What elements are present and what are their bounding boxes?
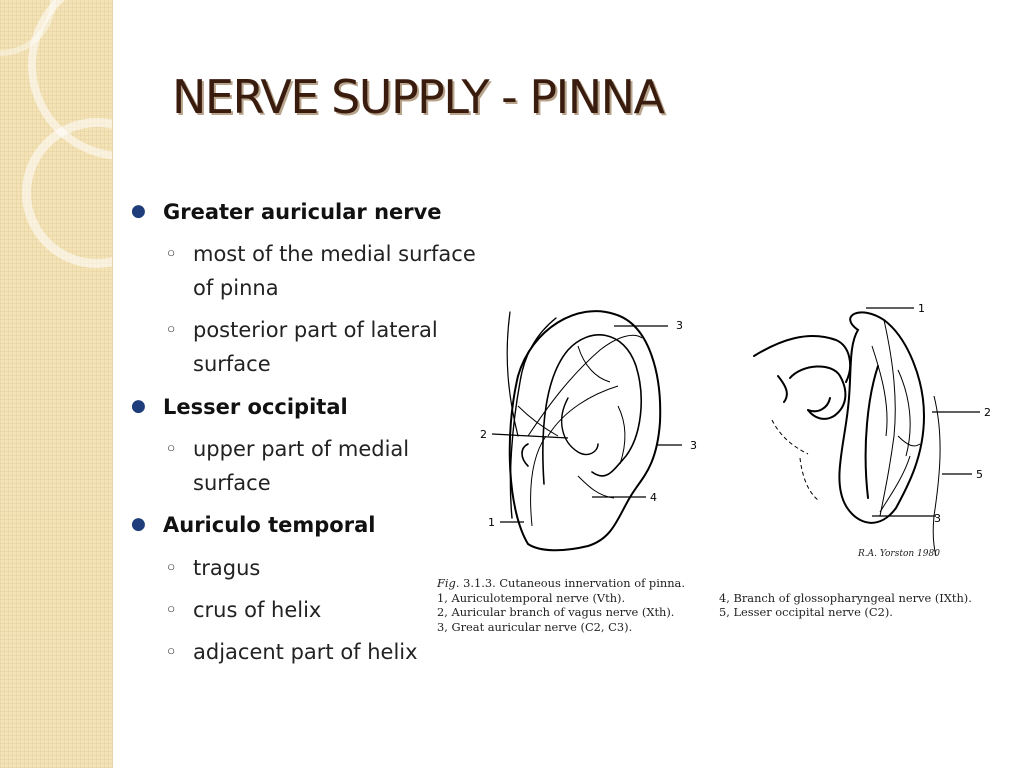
medial-pinna-drawing <box>753 311 926 524</box>
figure-caption: Fig. 3.1.3. Cutaneous innervation of pin… <box>437 576 972 634</box>
caption-item: 4, Branch of glossopharyngeal nerve (IXt… <box>719 590 972 605</box>
medial-leader-lines <box>866 307 980 517</box>
caption-item: 5, Lesser occipital nerve (C2). <box>719 605 893 620</box>
medial-nerve-lines <box>871 319 941 557</box>
bullet-greater-auricular: Greater auricular nerve <box>131 200 442 224</box>
lateral-leader-lines <box>491 325 682 523</box>
figure-label: 3 <box>690 439 697 452</box>
sub-bullet-crus-of-helix: crus of helix <box>165 593 321 627</box>
caption-item: 1, Auriculotemporal nerve (Vth). <box>437 590 626 605</box>
figure-label: 5 <box>976 468 983 481</box>
medial-dashed-outline <box>771 419 819 501</box>
lateral-nerve-lines <box>517 334 643 527</box>
figure-label: 3 <box>676 319 683 332</box>
bullet-auriculo-temporal: Auriculo temporal <box>131 513 376 537</box>
bullet-lesser-occipital: Lesser occipital <box>131 395 348 419</box>
figure-label: 4 <box>650 491 657 504</box>
decorative-ring <box>22 118 112 268</box>
figure-label: 2 <box>984 406 991 419</box>
figure-label: 2 <box>480 428 487 441</box>
figure-label: 3 <box>934 512 941 525</box>
figure-label: 1 <box>488 516 495 529</box>
caption-item: 3, Great auricular nerve (C2, C3). <box>437 619 633 634</box>
lateral-pinna-drawing <box>506 310 662 552</box>
caption-item: 2, Auricular branch of vagus nerve (Xth)… <box>437 605 675 620</box>
figure-label: 1 <box>918 302 925 315</box>
pinna-innervation-figure: 3 2 3 4 1 1 2 5 3 R.A. Yorston 1980 <box>480 302 991 559</box>
sub-bullet-tragus: tragus <box>165 551 260 585</box>
slide-title: NERVE SUPPLY - PINNA <box>172 70 665 124</box>
sub-bullet-adjacent-helix: adjacent part of helix <box>165 635 418 669</box>
artist-signature: R.A. Yorston 1980 <box>857 549 940 559</box>
decorative-sidebar <box>0 0 113 768</box>
